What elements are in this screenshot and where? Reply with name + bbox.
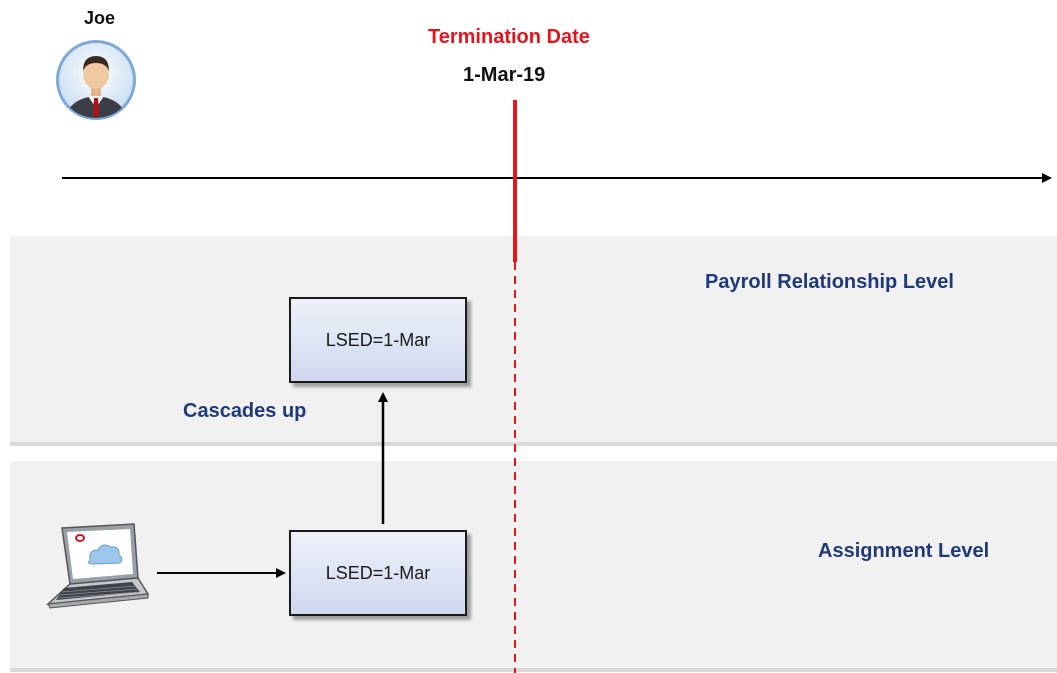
- assignment-lsed-box: LSED=1-Mar: [289, 530, 467, 616]
- termination-date-value: 1-Mar-19: [463, 64, 546, 86]
- cascades-up-label: Cascades up: [183, 400, 307, 422]
- person-name: Joe: [84, 8, 116, 28]
- payroll-relationship-level-label: Payroll Relationship Level: [705, 271, 954, 293]
- band-divider: [10, 668, 1057, 672]
- payroll-lsed-text: LSED=1-Mar: [325, 329, 431, 350]
- assignment-band: [10, 461, 1057, 669]
- band-divider: [10, 442, 1057, 446]
- businessman-avatar-icon: [54, 38, 138, 122]
- payroll-lsed-box: LSED=1-Mar: [289, 297, 467, 383]
- payroll-relationship-band: [10, 236, 1057, 442]
- laptop-cloud-icon: [40, 520, 150, 620]
- assignment-level-label: Assignment Level: [818, 540, 990, 562]
- termination-date-label: Termination Date: [428, 26, 590, 48]
- assignment-lsed-text: LSED=1-Mar: [325, 562, 431, 583]
